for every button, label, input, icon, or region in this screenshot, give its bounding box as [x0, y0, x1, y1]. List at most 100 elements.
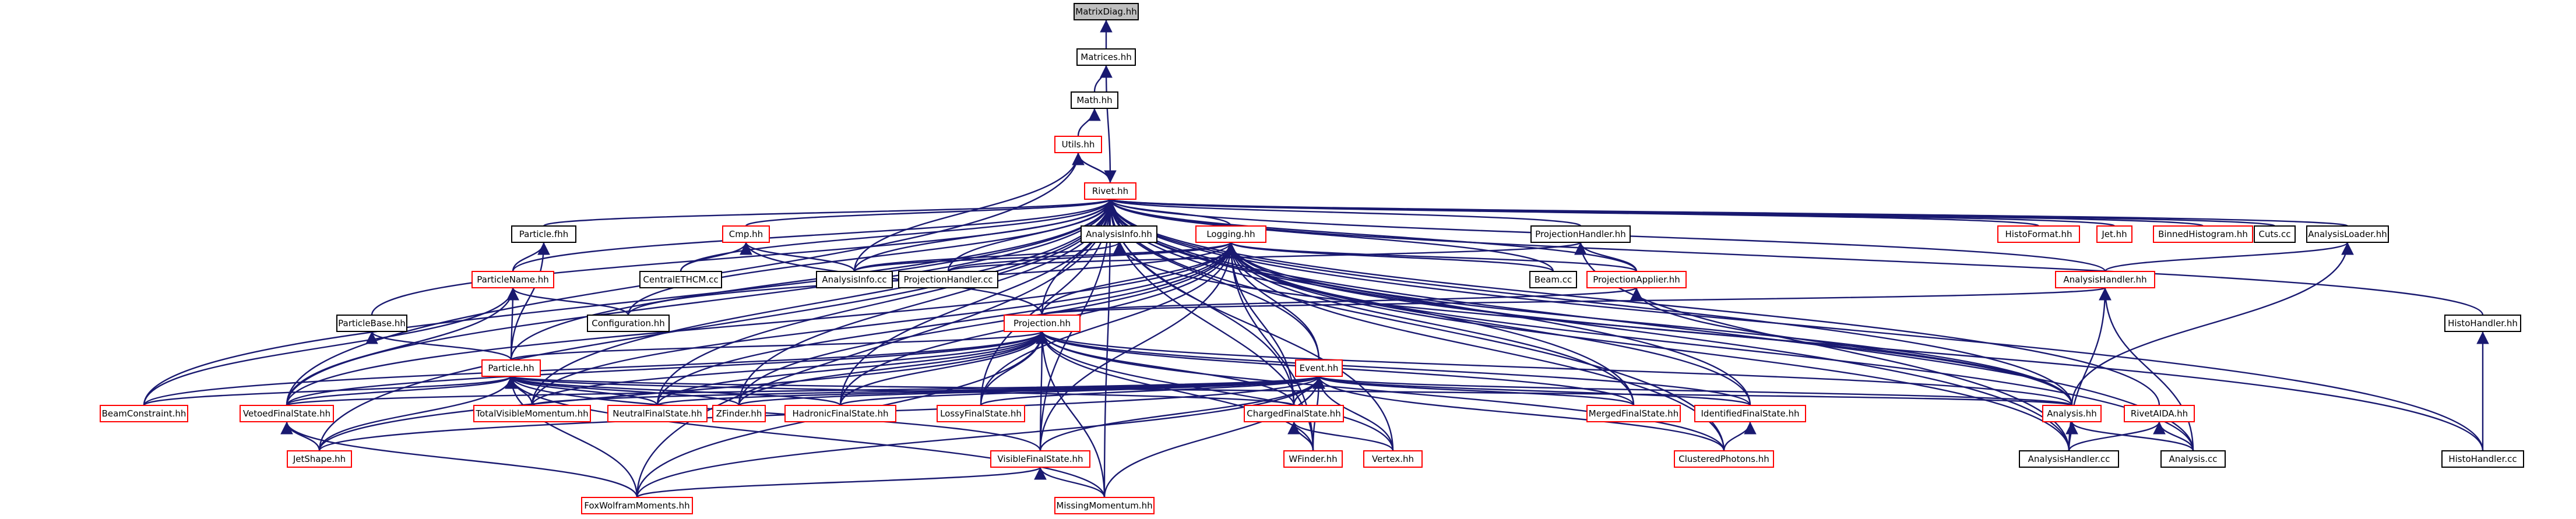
node-zfinder[interactable]: ZFinder.hh: [712, 405, 766, 422]
node-neutralfs[interactable]: NeutralFinalState.hh: [607, 405, 708, 422]
node-vetoedfs[interactable]: VetoedFinalState.hh: [240, 405, 334, 422]
node-totalvisible[interactable]: TotalVisibleMomentum.hh: [473, 405, 591, 422]
node-analysisloader[interactable]: AnalysisLoader.hh: [2306, 225, 2389, 243]
node-analysis[interactable]: Analysis.hh: [2042, 405, 2102, 422]
node-label: Cmp.hh: [729, 229, 763, 239]
edge-foxwolfram-to-visiblefs: [636, 466, 1047, 499]
node-vertex[interactable]: Vertex.hh: [1363, 450, 1423, 468]
header-file-nodes: MatrixDiag.hhMatrices.hhMath.hhUtils.hhR…: [100, 3, 2524, 514]
node-beamconstraint[interactable]: BeamConstraint.hh: [100, 405, 188, 422]
node-centraletcm[interactable]: CentralETHCM.cc: [639, 271, 722, 288]
node-label: Particle.fhh: [519, 229, 569, 239]
node-histoformat[interactable]: HistoFormat.hh: [1997, 225, 2080, 243]
node-projapplier[interactable]: ProjectionApplier.hh: [1586, 271, 1687, 288]
node-missingmomentum[interactable]: MissingMomentum.hh: [1054, 497, 1155, 514]
node-histohandlercc[interactable]: HistoHandler.cc: [2441, 450, 2524, 468]
edge-neutralfs-to-logging: [656, 242, 1237, 406]
node-label: MergedFinalState.hh: [1589, 408, 1678, 419]
node-box: [816, 271, 893, 288]
node-label: Vertex.hh: [1372, 454, 1414, 464]
edge-analysis-to-analysisloader: [2071, 242, 2354, 406]
node-label: VisibleFinalState.hh: [997, 454, 1083, 464]
node-label: Analysis.hh: [2047, 408, 2097, 419]
node-rivetaida[interactable]: RivetAIDA.hh: [2124, 405, 2195, 422]
edge-chargedfs-to-logging: [1224, 242, 1295, 406]
node-box: [1529, 271, 1577, 288]
edge-projection-to-cmp: [740, 242, 1043, 316]
node-jet[interactable]: Jet.hh: [2096, 225, 2132, 243]
node-logging[interactable]: Logging.hh: [1195, 225, 1266, 243]
node-label: Math.hh: [1076, 95, 1112, 105]
edge-jetshape-to-particle: [318, 376, 518, 451]
node-event[interactable]: Event.hh: [1295, 359, 1343, 377]
edge-analysis-to-logging: [1224, 242, 2073, 406]
node-box: [2254, 225, 2296, 243]
edge-analysis-to-event: [1313, 375, 2073, 407]
edge-beamconstraint-to-particlename: [143, 287, 519, 406]
node-hadronicfs[interactable]: HadronicFinalState.hh: [784, 405, 896, 422]
node-projhandler[interactable]: ProjectionHandler.hh: [1530, 225, 1631, 243]
node-chargedfs[interactable]: ChargedFinalState.hh: [1244, 405, 1344, 422]
node-projhandlercc[interactable]: ProjectionHandler.cc: [898, 271, 998, 288]
node-box: [2441, 450, 2524, 468]
edge-visiblefs-to-logging: [1039, 242, 1237, 451]
node-visiblefs[interactable]: VisibleFinalState.hh: [990, 450, 1090, 468]
node-box: [481, 359, 541, 377]
node-analysishandlerhh[interactable]: AnalysisHandler.hh: [2055, 271, 2155, 288]
node-particlebase[interactable]: ParticleBase.hh: [336, 315, 407, 332]
node-binnedhisto[interactable]: BinnedHistogram.hh: [2153, 225, 2253, 243]
edge-analysishandlercc-to-analysishandlerhh: [2068, 287, 2112, 451]
node-label: CentralETHCM.cc: [643, 274, 718, 285]
edge-clusteredphotons-to-rivet: [1104, 199, 1725, 451]
edge-vetoedfs-to-logging: [286, 242, 1237, 406]
node-box: [1244, 405, 1344, 422]
node-label: Beam.cc: [1535, 274, 1572, 285]
node-box: [1694, 405, 1806, 422]
edge-cmp-to-rivet: [745, 198, 1117, 227]
edge-utils-to-math: [1077, 108, 1101, 137]
node-box: [2096, 225, 2132, 243]
edge-totalvisible-to-projection: [531, 331, 1048, 406]
node-identifiedfs[interactable]: IdentifiedFinalState.hh: [1694, 405, 1806, 422]
edge-analysishandlerhh-to-analysisloader: [2104, 241, 2354, 273]
edge-vertex-to-projection: [1036, 331, 1394, 451]
node-configuration[interactable]: Configuration.hh: [587, 315, 670, 332]
node-matrices[interactable]: Matrices.hh: [1076, 48, 1136, 66]
node-box: [1074, 3, 1139, 20]
node-particlename[interactable]: ParticleName.hh: [471, 271, 554, 288]
edge-particle-to-particlefhh: [510, 242, 550, 361]
edge-jetshape-to-rivet: [318, 199, 1117, 451]
node-analysiscc[interactable]: Analysis.cc: [2160, 450, 2226, 468]
node-lossyfs[interactable]: LossyFinalState.hh: [937, 405, 1025, 422]
node-analysishandlercc[interactable]: AnalysisHandler.cc: [2019, 450, 2119, 468]
node-foxwolfram[interactable]: FoxWolframMoments.hh: [581, 497, 693, 514]
node-cutscc[interactable]: Cuts.cc: [2254, 225, 2296, 243]
node-analysisinfohh[interactable]: AnalysisInfo.hh: [1081, 225, 1157, 243]
node-matrixdiag[interactable]: MatrixDiag.hh: [1074, 3, 1139, 20]
node-mergedfs[interactable]: MergedFinalState.hh: [1586, 405, 1681, 422]
node-rivet[interactable]: Rivet.hh: [1084, 182, 1136, 200]
node-box: [2019, 450, 2119, 468]
node-jetshape[interactable]: JetShape.hh: [287, 450, 352, 468]
node-cmp[interactable]: Cmp.hh: [722, 225, 770, 243]
edge-vertex-to-chargedfs: [1287, 421, 1394, 451]
edge-analysisinfocc-to-utils: [853, 152, 1085, 272]
node-projection[interactable]: Projection.hh: [1004, 315, 1081, 332]
edge-zfinder-to-logging: [738, 242, 1237, 406]
node-particlefhh[interactable]: Particle.fhh: [511, 225, 576, 243]
edge-totalvisible-to-event: [531, 375, 1325, 407]
node-utils[interactable]: Utils.hh: [1054, 136, 1102, 153]
node-wfinder[interactable]: WFinder.hh: [1283, 450, 1343, 468]
edge-beamconstraint-to-particle: [143, 375, 518, 407]
node-box: [1674, 450, 1774, 468]
node-histohandlerhh[interactable]: HistoHandler.hh: [2444, 315, 2521, 332]
node-math[interactable]: Math.hh: [1071, 91, 1118, 109]
node-box: [990, 450, 1090, 468]
node-particle[interactable]: Particle.hh: [481, 359, 541, 377]
node-label: RivetAIDA.hh: [2131, 408, 2188, 419]
node-beamcc[interactable]: Beam.cc: [1529, 271, 1577, 288]
node-clusteredphotons[interactable]: ClusteredPhotons.hh: [1674, 450, 1774, 468]
node-analysisinfocc[interactable]: AnalysisInfo.cc: [816, 271, 893, 288]
edge-foxwolfram-to-vetoedfs: [280, 421, 638, 498]
node-label: ProjectionApplier.hh: [1593, 274, 1680, 285]
